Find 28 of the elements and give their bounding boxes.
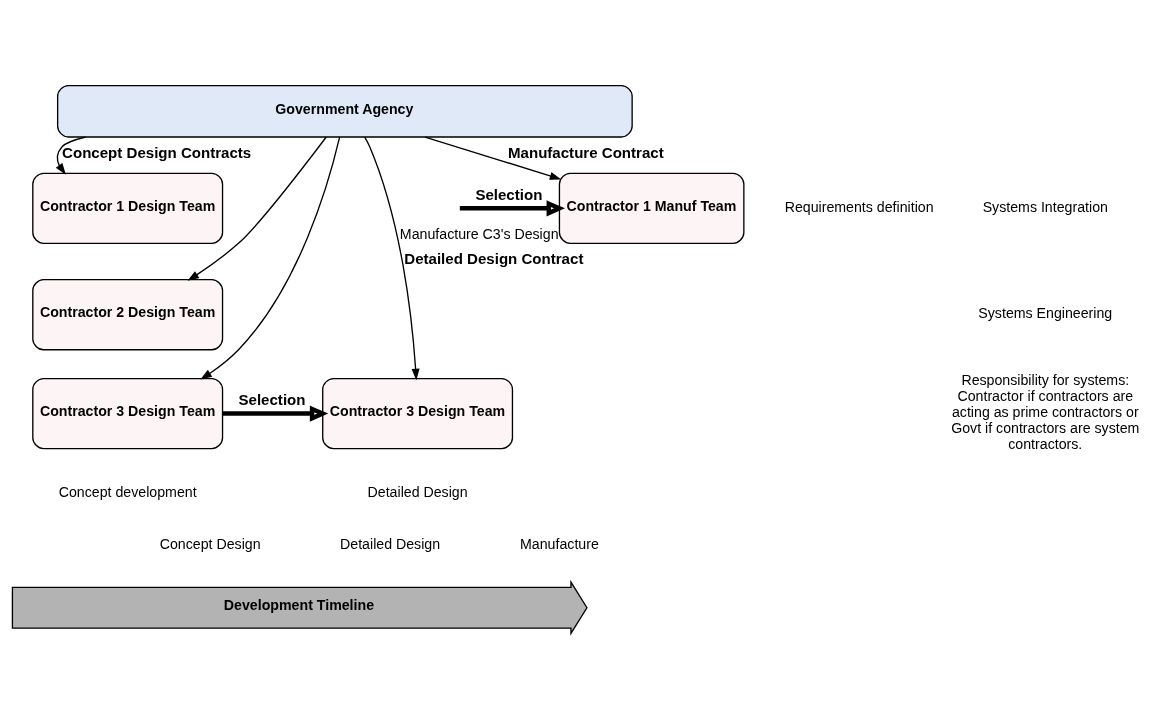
arrow (222, 405, 329, 422)
label: Concept Design (159, 536, 261, 553)
label: Systems Engineering (978, 305, 1113, 322)
edge-label: Manufacture Contract (508, 143, 664, 161)
node-label: Manufacture C3's Design (399, 225, 559, 242)
node-box: Contractor 3 Design Team (322, 377, 514, 450)
node-box: Contractor 2 Design Team (32, 279, 224, 351)
edge-label: Detailed Design Contract (404, 250, 584, 268)
label: Requirements definition (784, 198, 934, 215)
node-label: Detailed Design (367, 483, 468, 500)
edge-label: Concept Design Contracts (62, 143, 252, 161)
node-box: Government Agency (56, 84, 633, 138)
arrow (364, 136, 420, 381)
arrow (424, 136, 562, 180)
arrow (187, 136, 327, 281)
arrow (459, 200, 565, 217)
label: Manufacture (520, 536, 599, 553)
node-box: Contractor 1 Design Team (32, 172, 224, 245)
node-box: Contractor 3 Design Team (32, 377, 224, 450)
arrow (55, 136, 87, 175)
edge-label: Selection (238, 391, 306, 409)
arrow (200, 136, 341, 380)
edge-label: Selection (475, 186, 543, 203)
label: Responsibility for systems: Contractor if contractors are acting as prime contractors or Govt if contractors are system contractors. (951, 372, 1140, 452)
node-label: Concept development (58, 483, 197, 500)
label: Detailed Design (340, 536, 441, 553)
label: Systems Integration (982, 198, 1108, 215)
node-box: Contractor 1 Manuf Team (558, 172, 745, 245)
